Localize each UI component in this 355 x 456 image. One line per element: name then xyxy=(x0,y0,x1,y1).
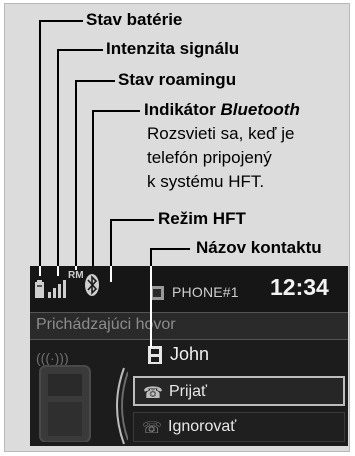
label-contact-name: Názov kontaktu xyxy=(196,238,322,257)
contact-name: John xyxy=(170,344,210,364)
callout-line-hft-v xyxy=(110,219,112,281)
bluetooth-desc-line-1: Rozsvieti sa, keď je xyxy=(147,124,295,143)
label-signal: Intenzita signálu xyxy=(106,39,240,58)
contact-icon xyxy=(148,346,162,364)
battery-icon xyxy=(35,280,44,298)
status-bar: RM PHONE#1 12:34 xyxy=(30,266,348,312)
callout-line-contact-h xyxy=(150,248,190,250)
label-battery: Stav batérie xyxy=(86,10,183,29)
callout-white-hft xyxy=(110,266,112,282)
bracket-arc xyxy=(116,367,128,445)
callout-white-signal xyxy=(57,266,59,276)
roaming-badge: RM xyxy=(68,270,84,281)
bluetooth-desc-line-2: telefón pripojený xyxy=(147,148,272,167)
callout-line-hft-h xyxy=(110,219,154,221)
label-roaming: Stav roamingu xyxy=(118,70,237,89)
callout-line-battery-v xyxy=(39,20,41,276)
label-bluetooth-prefix: Indikátor xyxy=(144,100,221,119)
incoming-call-text: Prichádzajúci hovor xyxy=(36,316,176,333)
bluetooth-icon xyxy=(85,274,99,296)
callout-line-signal-h xyxy=(57,49,103,51)
callout-line-roaming-h xyxy=(75,80,115,82)
bluetooth-desc-line-3: k systému HFT. xyxy=(147,172,265,191)
signal-bars-icon xyxy=(48,280,66,298)
phone-label: PHONE#1 xyxy=(172,284,239,300)
callout-white-roaming xyxy=(75,266,77,270)
callout-white-battery xyxy=(39,266,41,276)
phone-screen: RM PHONE#1 12:34 Prichádzajúci hovor (((… xyxy=(30,266,348,446)
callout-line-signal-v xyxy=(57,49,59,276)
callout-line-bluetooth-h xyxy=(92,110,140,112)
ringing-waves-icon: (((·))) xyxy=(36,350,69,366)
callout-line-battery-h xyxy=(39,20,83,22)
handset-icon xyxy=(39,365,91,442)
callout-line-roaming-v xyxy=(75,80,77,270)
callout-white-contact xyxy=(150,266,152,348)
label-bluetooth-name: Bluetooth xyxy=(220,100,300,119)
accept-call-icon: ☎ xyxy=(143,385,163,402)
callout-line-bluetooth-v xyxy=(92,110,94,268)
accept-button[interactable]: ☎ Prijať xyxy=(133,376,345,406)
clock: 12:34 xyxy=(270,274,329,300)
ignore-button[interactable]: ☏ Ignorovať xyxy=(133,412,345,442)
ignore-call-icon: ☏ xyxy=(142,420,163,437)
accept-label: Prijať xyxy=(169,383,208,400)
incoming-call-bar: Prichádzajúci hovor xyxy=(30,312,348,340)
phone-book-icon xyxy=(150,286,164,300)
ignore-label: Ignorovať xyxy=(168,418,237,435)
label-bluetooth: Indikátor Bluetooth xyxy=(144,100,300,120)
bluetooth-description: Rozsvieti sa, keď je telefón pripojený k… xyxy=(147,122,294,194)
label-hft-mode: Režim HFT xyxy=(158,209,246,228)
